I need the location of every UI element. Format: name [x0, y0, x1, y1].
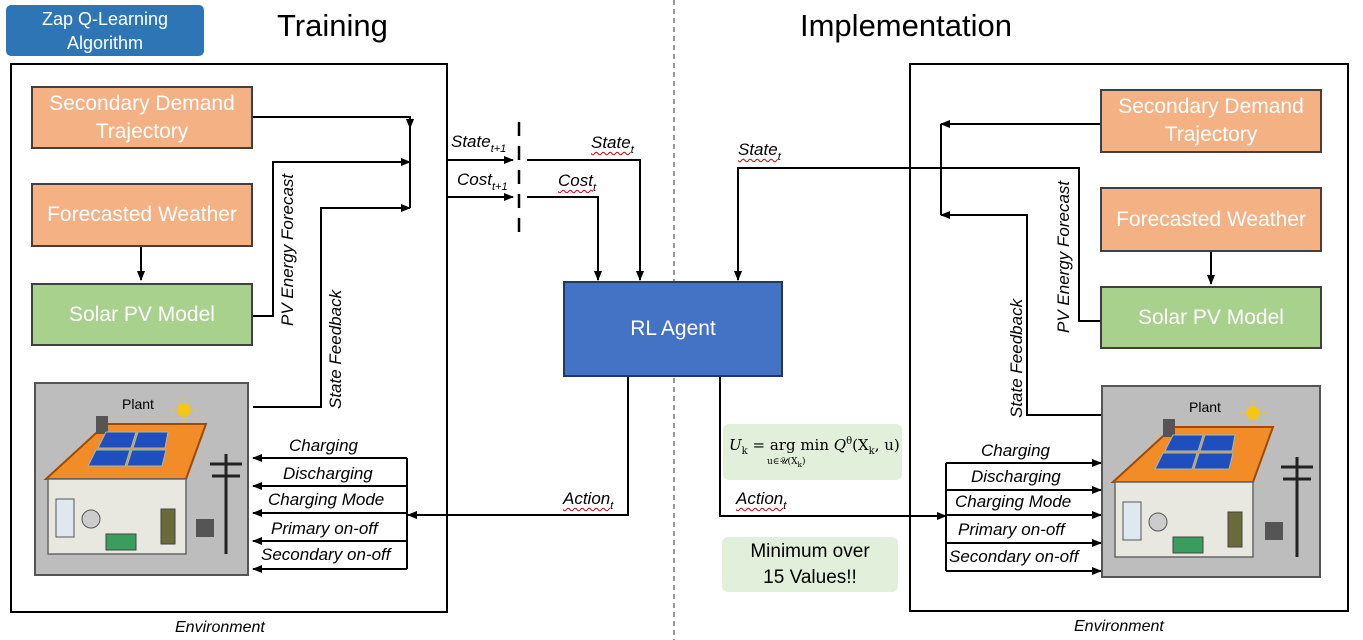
badge-line1: Zap Q-Learning — [41, 8, 169, 29]
training-action-primary: Primary on-off — [271, 519, 378, 538]
pv-forecast-arrow — [253, 158, 411, 317]
action-training-arrow — [407, 377, 629, 519]
impl-action-secondary: Secondary on-off — [949, 547, 1079, 566]
action-impl-arrow — [719, 377, 947, 520]
cost-t-to-agent-arrow — [527, 196, 602, 281]
demand-line1: Secondary Demand — [49, 91, 235, 115]
impl-action-charging: Charging — [981, 441, 1050, 460]
plant-illustration: Plant — [34, 382, 249, 576]
impl-environment-label: Environment — [1074, 618, 1164, 635]
impl-action-discharging: Discharging — [971, 467, 1061, 486]
training-action-mode: Charging Mode — [268, 490, 385, 509]
impl-state-t-label: Statet — [738, 140, 781, 163]
algorithm-badge: Zap Q-Learning Algorithm — [6, 5, 204, 56]
cost-t1-label: Costt+1 — [457, 170, 508, 193]
impl-plant-label: Plant — [1189, 399, 1221, 415]
impl-demand-line1: Secondary Demand — [1118, 95, 1304, 118]
impl-state-feedback-label: State Feedback — [1007, 298, 1026, 418]
impl-forecasted-weather-box: Forecasted Weather — [1100, 187, 1322, 252]
training-action-secondary: Secondary on-off — [261, 545, 391, 564]
training-environment-box — [10, 63, 448, 613]
forecasted-weather-box: Forecasted Weather — [31, 183, 253, 247]
impl-house-icon — [1110, 400, 1313, 558]
impl-action-primary: Primary on-off — [958, 520, 1065, 539]
training-action-charging: Charging — [289, 436, 358, 455]
training-heading: Training — [277, 8, 388, 43]
impl-action-mode: Charging Mode — [955, 492, 1072, 511]
min-note-line2: 15 Values!! — [763, 567, 857, 588]
plant-label: Plant — [122, 396, 154, 412]
state-t1-label: Statet+1 — [451, 132, 507, 155]
argmin-formula: Uk = arg min Qθ(Xk, u) u∈𝒰(Xk) — [723, 424, 902, 480]
cost-t-label: Costt — [558, 171, 597, 194]
action-training-label: Actiont — [563, 489, 614, 512]
training-action-discharging: Discharging — [283, 464, 373, 483]
state-t-to-agent-arrow — [527, 159, 644, 281]
state-feedback-arrow — [253, 204, 411, 408]
badge-line2: Algorithm — [66, 32, 143, 53]
impl-solar-pv-box: Solar PV Model — [1100, 286, 1322, 349]
min-note-line1: Minimum over — [750, 541, 870, 562]
training-environment-label: Environment — [175, 619, 265, 636]
action-impl-label: Actiont — [736, 489, 787, 512]
implementation-environment-box — [909, 63, 1349, 612]
impl-pv-forecast-label: PV Energy Forecast — [1054, 180, 1073, 333]
impl-state-to-agent-arrow — [734, 167, 1100, 322]
impl-state-feedback-arrow — [940, 211, 1101, 416]
solar-pv-box: Solar PV Model — [31, 283, 253, 346]
impl-demand-line2: Trajectory — [1164, 123, 1258, 146]
rl-agent-box: RL Agent — [563, 281, 783, 377]
implementation-heading: Implementation — [800, 8, 1012, 43]
state-t-label: Statet — [591, 133, 634, 156]
impl-plant-illustration: Plant — [1101, 385, 1321, 578]
pv-forecast-label: PV Energy Forecast — [278, 173, 297, 326]
demand-line2: Trajectory — [95, 119, 189, 143]
state-feedback-label: State Feedback — [326, 289, 345, 409]
house-icon — [43, 397, 242, 555]
minimum-over-note: Minimum over 15 Values!! — [722, 537, 898, 592]
